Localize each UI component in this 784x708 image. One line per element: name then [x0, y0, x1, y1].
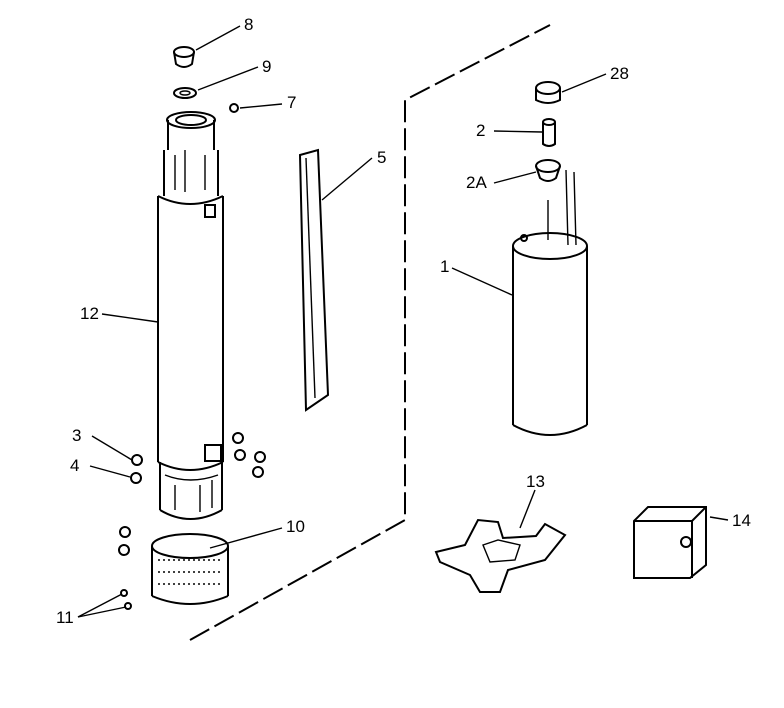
- callout-13: 13: [526, 472, 545, 491]
- part-8-plug: [173, 46, 195, 68]
- assembly-boundary-line: [189, 24, 551, 641]
- pump-body-12: [157, 111, 224, 520]
- callout-9: 9: [262, 57, 271, 76]
- part-10-intake-screen: [151, 533, 229, 605]
- leader-lines: [77, 25, 729, 618]
- callout-1: 1: [440, 257, 449, 276]
- callout-7: 7: [287, 93, 296, 112]
- part-5-cable-guard: [298, 148, 330, 412]
- callout-4: 4: [70, 456, 79, 475]
- part-2a-adapter: [535, 159, 561, 182]
- callout-5: 5: [377, 148, 386, 167]
- part-14-box: [633, 506, 707, 579]
- callout-2: 2: [476, 121, 485, 140]
- callout-3: 3: [72, 426, 81, 445]
- part-7-screw: [229, 103, 239, 113]
- callout-28: 28: [610, 64, 629, 83]
- part-1-motor: [512, 169, 588, 436]
- part-13-plate: [434, 518, 567, 593]
- callout-2a: 2A: [466, 173, 487, 192]
- part-28-cap: [535, 81, 561, 104]
- callout-8: 8: [244, 15, 253, 34]
- part-11-screws: [120, 589, 132, 610]
- callout-12: 12: [80, 304, 99, 323]
- callout-14: 14: [732, 511, 751, 530]
- callout-11: 11: [56, 608, 74, 627]
- part-2-coupling: [542, 118, 556, 147]
- parts-3-4-fasteners: [118, 432, 266, 556]
- callout-10: 10: [286, 517, 305, 536]
- part-9-washer: [173, 87, 197, 99]
